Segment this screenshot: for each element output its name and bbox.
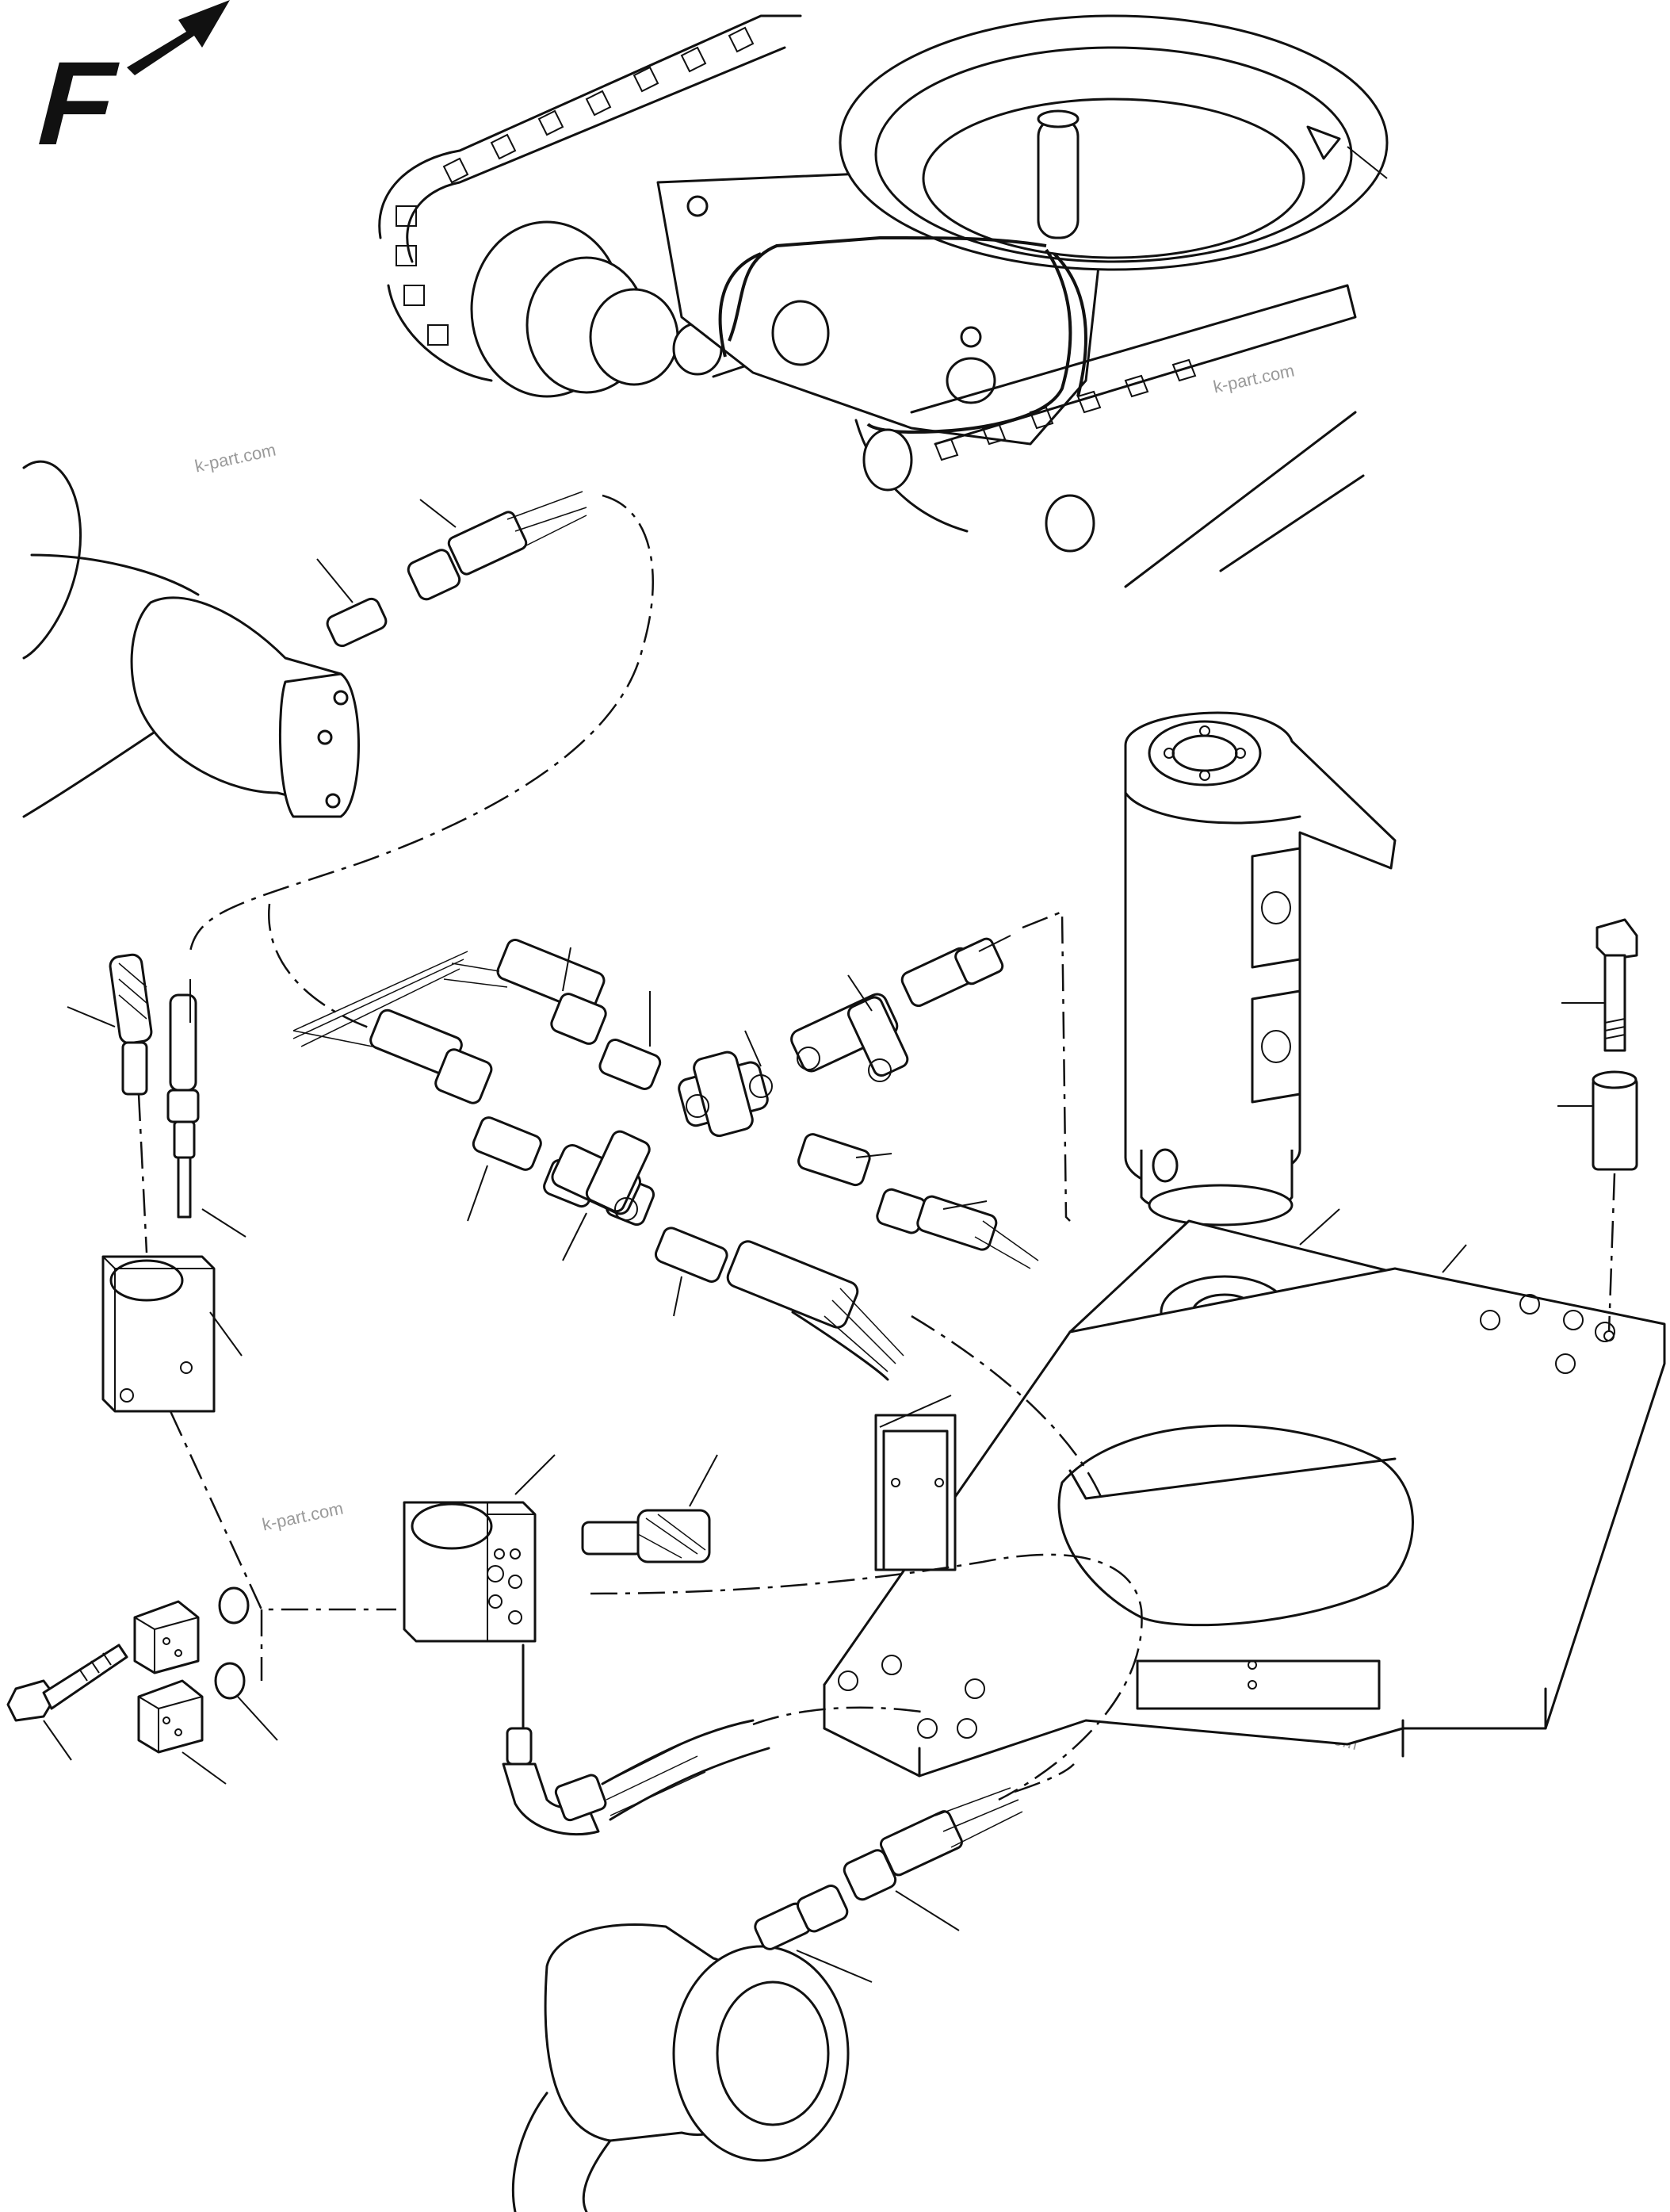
arrow-icon [127, 0, 230, 75]
travel-motor-left [22, 460, 360, 818]
cross-fitting [678, 1030, 773, 1138]
swivel-joint [1124, 711, 1397, 1227]
bolt-right [1557, 918, 1638, 1333]
hose-assembly-center [292, 939, 904, 1381]
tee-fitting-center [551, 1130, 651, 1221]
turntable-base-plate [823, 1208, 1666, 1778]
right-lower-adapters [797, 1133, 1039, 1269]
lower-left-bolt-blocks [6, 1410, 388, 1785]
hose-nut-upper-left [407, 491, 587, 601]
track-frame-assembly [378, 14, 1389, 588]
travel-motor-lower [511, 1763, 1075, 2212]
left-check-valve-stack [67, 953, 246, 1253]
tee-fitting-right [790, 974, 909, 1082]
fitting-elbow-upper-left [316, 558, 388, 648]
valve-block-center [403, 1454, 770, 1836]
valve-block-left [101, 1255, 243, 1413]
straight-adapter-right [900, 910, 1071, 1222]
